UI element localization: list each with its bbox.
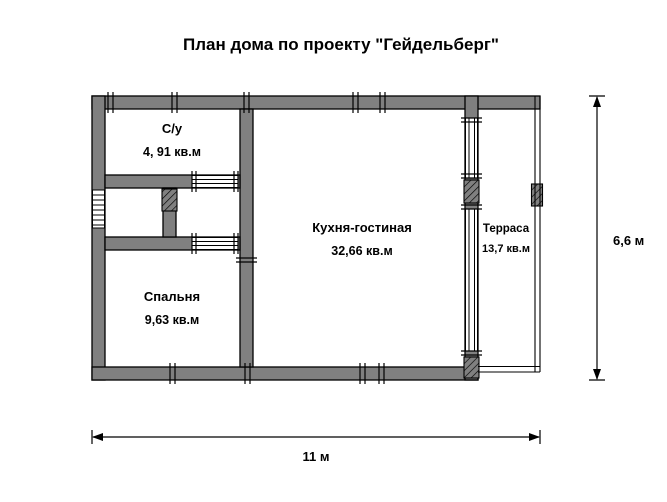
post-terrace-edge bbox=[530, 183, 544, 207]
wall-joint-ticks bbox=[107, 92, 386, 384]
height-dimension-label: 6,6 м bbox=[613, 233, 644, 248]
wall-left bbox=[91, 95, 106, 381]
room-label-bathroom: С/у bbox=[162, 121, 183, 136]
width-dimension-label: 11 м bbox=[303, 449, 330, 464]
wall-interior-vertical bbox=[239, 108, 254, 368]
room-area-bedroom: 9,63 кв.м bbox=[145, 313, 199, 327]
window-right-lower bbox=[461, 204, 482, 356]
dimension-width: 11 м bbox=[91, 430, 541, 464]
opening-interior-upper bbox=[191, 171, 239, 192]
post-right-bottom bbox=[463, 356, 480, 379]
opening-interior-lower bbox=[191, 233, 239, 254]
post-right-middle bbox=[463, 179, 480, 204]
room-area-terrace: 13,7 кв.м bbox=[482, 243, 530, 255]
window-left bbox=[92, 189, 105, 229]
room-area-kitchen-living: 32,66 кв.м bbox=[331, 244, 392, 258]
room-area-bathroom: 4, 91 кв.м bbox=[143, 145, 201, 159]
terrace-boundary bbox=[478, 96, 541, 373]
dimension-height: 6,6 м bbox=[589, 95, 644, 381]
door-block-hallway bbox=[161, 188, 178, 212]
wall-bottom bbox=[91, 366, 479, 381]
page-title: План дома по проекту "Гейдельберг" bbox=[183, 35, 499, 54]
window-right-upper bbox=[461, 117, 482, 179]
room-label-bedroom: Спальня bbox=[144, 289, 200, 304]
room-label-kitchen-living: Кухня-гостиная bbox=[312, 220, 412, 235]
room-label-terrace: Терраса bbox=[483, 223, 530, 235]
